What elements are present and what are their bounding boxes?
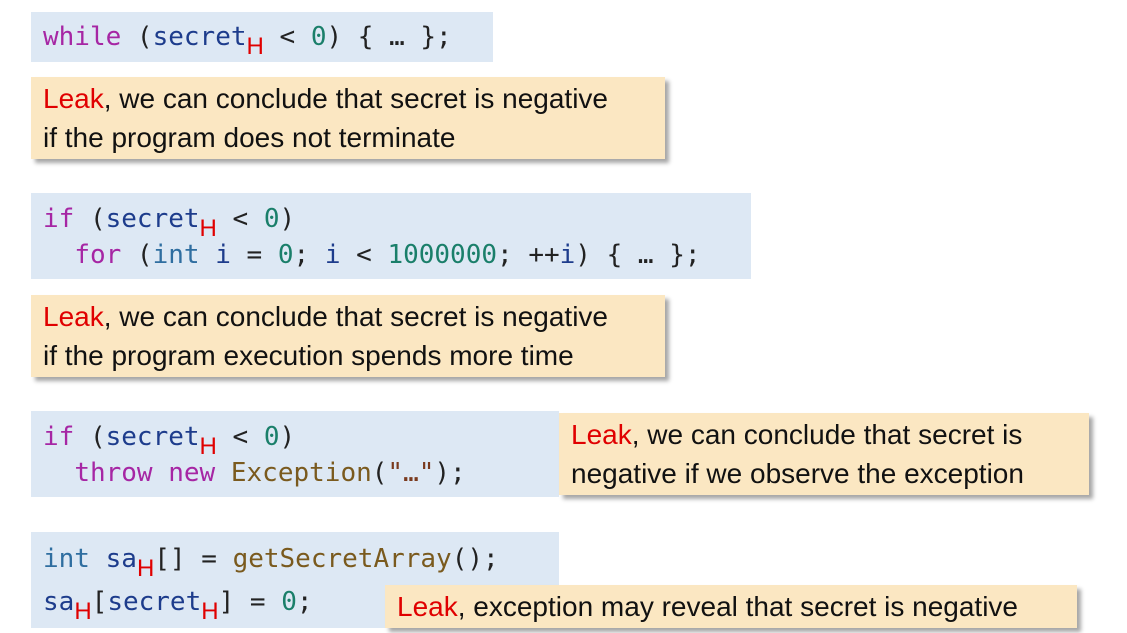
code-text: ( — [74, 204, 106, 234]
number-literal: 0 — [263, 204, 280, 234]
note-text: , we can conclude that secret is negativ… — [103, 301, 609, 332]
number-literal: 0 — [277, 240, 294, 270]
code-line: saH[secretH] = 0; — [43, 584, 313, 625]
note-line: negative if we observe the exception — [571, 458, 1024, 489]
code-text: ) { … }; — [575, 240, 701, 270]
leak-note-nontermination: Leak, we can conclude that secret is neg… — [31, 77, 665, 159]
high-label-subscript: H — [199, 215, 217, 242]
code-block-for-loop: if (secretH < 0) for (int i = 0; i < 100… — [31, 193, 751, 279]
variable: sa — [105, 544, 137, 574]
code-text: < — [216, 204, 264, 234]
code-block-while: while (secretH < 0) { … }; — [31, 12, 493, 62]
note-line: Leak, exception may reveal that secret i… — [397, 587, 1065, 626]
keyword: new — [168, 458, 216, 488]
code-line: if (secretH < 0) — [43, 419, 296, 460]
keyword: if — [43, 422, 75, 452]
variable: i — [559, 240, 576, 270]
code-text — [200, 240, 216, 270]
code-text: ); — [434, 458, 466, 488]
code-text — [90, 544, 106, 574]
leak-label: Leak — [43, 83, 104, 114]
indent — [43, 458, 74, 488]
function-name: getSecretArray — [232, 544, 452, 574]
code-text: ( — [371, 458, 388, 488]
variable: i — [215, 240, 231, 270]
code-text: ( — [121, 22, 153, 52]
number-literal: 1000000 — [387, 240, 498, 270]
variable: secret — [105, 204, 200, 234]
code-text: ] = — [218, 587, 282, 617]
high-label-subscript: H — [201, 598, 219, 625]
code-line: if (secretH < 0) — [43, 201, 296, 242]
class-name: Exception — [230, 458, 372, 488]
code-text: ( — [74, 422, 106, 452]
high-label-subscript: H — [136, 555, 155, 582]
code-text: < — [216, 422, 264, 452]
code-text: ( — [121, 240, 153, 270]
indent — [43, 240, 74, 270]
code-line: while (secretH < 0) { … }; — [43, 19, 452, 60]
high-label-subscript: H — [246, 33, 264, 60]
code-text: [ — [91, 587, 108, 617]
variable: sa — [43, 587, 75, 617]
note-text: , exception may reveal that secret is ne… — [457, 591, 1019, 622]
note-line: if the program does not terminate — [43, 122, 456, 153]
code-text: ; — [296, 587, 313, 617]
code-text: ; — [293, 240, 325, 270]
code-text: ) — [279, 422, 296, 452]
leak-note-timing: Leak, we can conclude that secret is neg… — [31, 295, 665, 377]
string-literal: "…" — [387, 458, 435, 488]
high-label-subscript: H — [74, 598, 92, 625]
note-line: Leak, we can conclude that secret is neg… — [43, 297, 653, 336]
code-line: for (int i = 0; i < 1000000; ++i) { … }; — [43, 237, 701, 273]
keyword: for — [74, 240, 122, 270]
variable: secret — [107, 587, 202, 617]
note-line: Leak, we can conclude that secret is — [571, 415, 1077, 454]
note-line: if the program execution spends more tim… — [43, 340, 574, 371]
code-line: int saH[] = getSecretArray(); — [43, 541, 499, 582]
keyword: while — [43, 22, 122, 52]
leak-label: Leak — [571, 419, 632, 450]
keyword: throw — [74, 458, 153, 488]
type-keyword: int — [43, 544, 90, 574]
leak-label: Leak — [43, 301, 104, 332]
keyword: if — [43, 204, 75, 234]
variable: i — [324, 240, 341, 270]
type-keyword: int — [152, 240, 200, 270]
variable: secret — [105, 422, 200, 452]
code-text: [] = — [154, 544, 233, 574]
number-literal: 0 — [281, 587, 297, 617]
note-text: , we can conclude that secret is — [631, 419, 1023, 450]
code-block-throw: if (secretH < 0) throw new Exception("…"… — [31, 411, 559, 497]
code-line: throw new Exception("…"); — [43, 455, 466, 491]
code-text: ) { … }; — [326, 22, 452, 52]
note-line: Leak, we can conclude that secret is neg… — [43, 79, 653, 118]
note-text: , we can conclude that secret is negativ… — [103, 83, 609, 114]
high-label-subscript: H — [199, 433, 217, 460]
number-literal: 0 — [310, 22, 327, 52]
code-text: (); — [451, 544, 499, 574]
code-text: = — [230, 240, 278, 270]
leak-note-array-exception: Leak, exception may reveal that secret i… — [385, 585, 1077, 628]
code-text: ) — [279, 204, 296, 234]
code-text — [215, 458, 231, 488]
number-literal: 0 — [263, 422, 280, 452]
code-text: < — [263, 22, 311, 52]
leak-note-exception: Leak, we can conclude that secret is neg… — [559, 413, 1089, 495]
code-text — [153, 458, 169, 488]
leak-label: Leak — [397, 591, 458, 622]
variable: secret — [152, 22, 247, 52]
code-text: < — [340, 240, 388, 270]
code-text: ; ++ — [497, 240, 560, 270]
